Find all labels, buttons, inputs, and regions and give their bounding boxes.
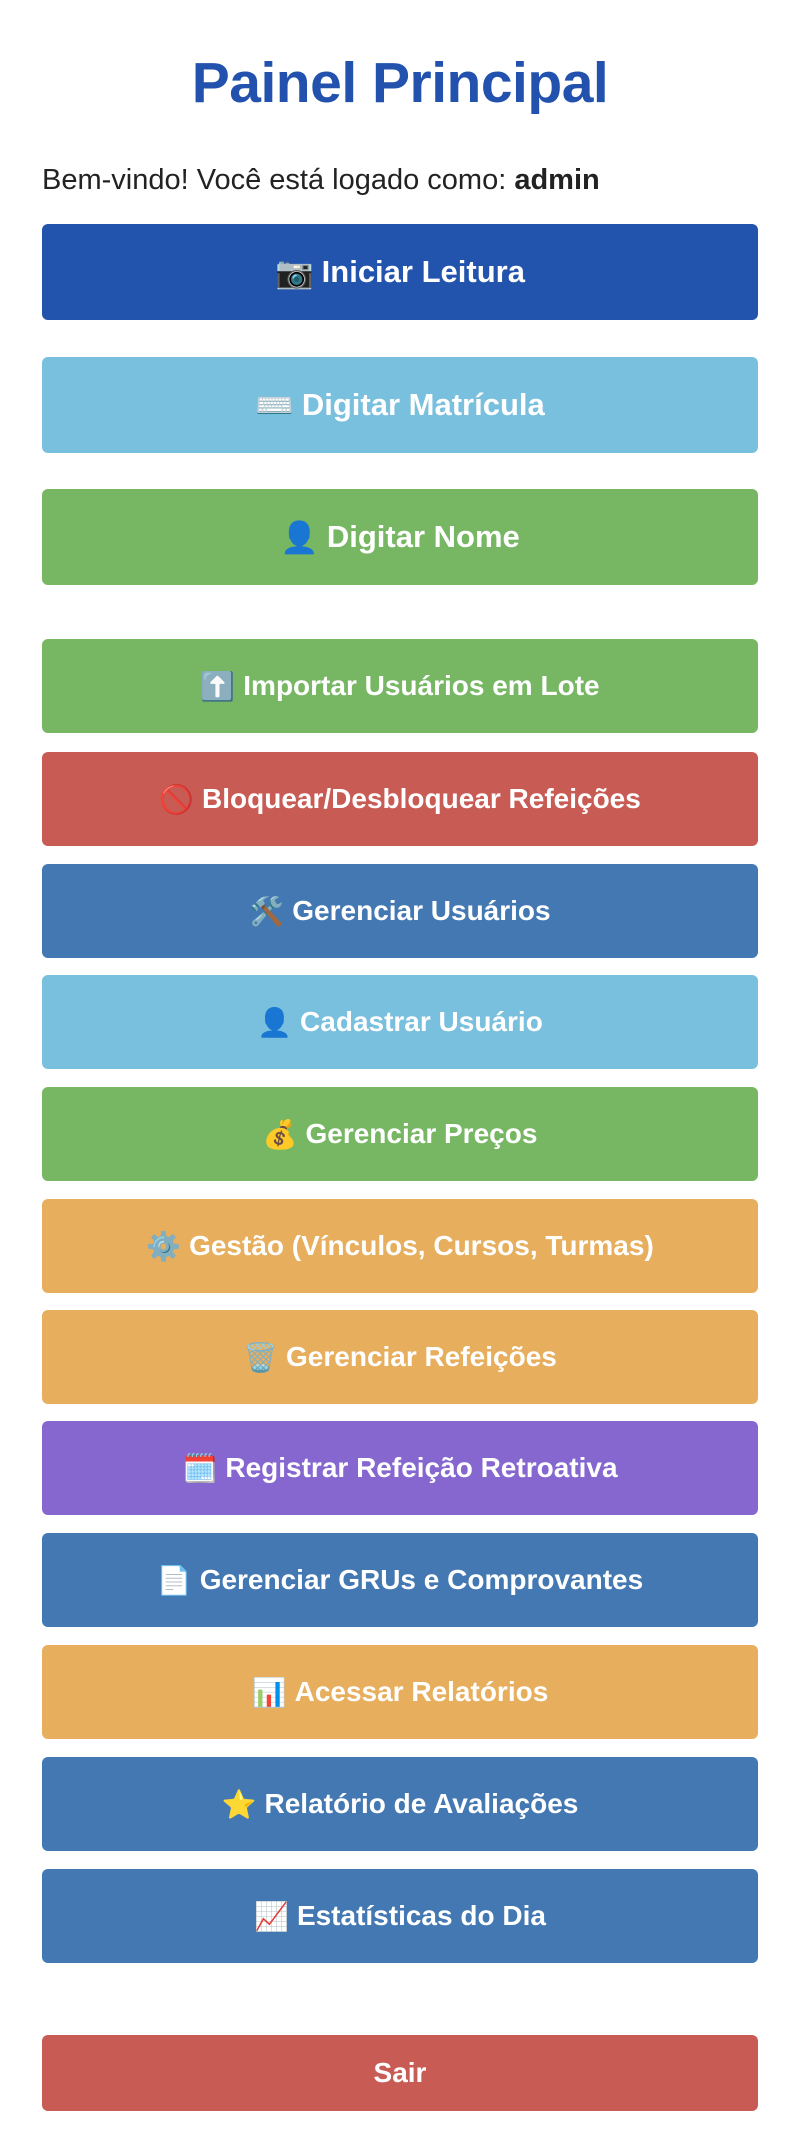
document-icon: 📄	[156, 1563, 192, 1597]
manage-users-label: Gerenciar Usuários	[292, 895, 551, 926]
camera-icon: 📷	[275, 254, 314, 291]
user-icon: 👤	[280, 519, 319, 556]
logged-username: admin	[514, 164, 600, 196]
prohibited-icon: 🚫	[159, 782, 195, 816]
bar-chart-icon: 📊	[251, 1675, 287, 1709]
register-retroactive-meal-label: Registrar Refeição Retroativa	[225, 1452, 618, 1483]
manage-grus-receipts-label: Gerenciar GRUs e Comprovantes	[199, 1564, 644, 1595]
trash-icon: 🗑️	[243, 1340, 279, 1374]
start-reading-button[interactable]: 📷 Iniciar Leitura	[42, 224, 758, 320]
star-icon: ⭐	[221, 1787, 257, 1821]
manage-grus-receipts-button[interactable]: 📄 Gerenciar GRUs e Comprovantes	[42, 1533, 758, 1627]
enter-name-button[interactable]: 👤 Digitar Nome	[42, 489, 758, 585]
enter-registration-label: Digitar Matrícula	[301, 387, 545, 422]
upload-icon: ⬆️	[200, 669, 236, 703]
management-links-courses-classes-label: Gestão (Vínculos, Cursos, Turmas)	[189, 1230, 654, 1261]
manage-meals-button[interactable]: 🗑️ Gerenciar Refeições	[42, 1310, 758, 1404]
ratings-report-button[interactable]: ⭐ Relatório de Avaliações	[42, 1757, 758, 1851]
management-links-courses-classes-button[interactable]: ⚙️ Gestão (Vínculos, Cursos, Turmas)	[42, 1199, 758, 1293]
page-title: Painel Principal	[191, 51, 609, 115]
block-unblock-meals-button[interactable]: 🚫 Bloquear/Desbloquear Refeições	[42, 752, 758, 846]
daily-statistics-label: Estatísticas do Dia	[296, 1900, 546, 1931]
manage-prices-label: Gerenciar Preços	[305, 1118, 538, 1149]
welcome-text: Bem-vindo! Você está logado como:	[42, 164, 507, 196]
logout-label: Sair	[373, 2057, 427, 2088]
register-user-button[interactable]: 👤 Cadastrar Usuário	[42, 975, 758, 1069]
register-user-label: Cadastrar Usuário	[300, 1006, 543, 1037]
manage-users-button[interactable]: 🛠️ Gerenciar Usuários	[42, 864, 758, 958]
block-unblock-meals-label: Bloquear/Desbloquear Refeições	[202, 783, 641, 814]
user-icon: 👤	[257, 1005, 293, 1039]
gear-icon: ⚙️	[146, 1229, 182, 1263]
import-users-batch-button[interactable]: ⬆️ Importar Usuários em Lote	[42, 639, 758, 733]
money-bag-icon: 💰	[262, 1117, 298, 1151]
access-reports-label: Acessar Relatórios	[294, 1676, 549, 1707]
tools-icon: 🛠️	[249, 894, 285, 928]
enter-name-label: Digitar Nome	[326, 519, 520, 554]
manage-meals-label: Gerenciar Refeições	[286, 1341, 557, 1372]
ratings-report-label: Relatório de Avaliações	[264, 1788, 579, 1819]
access-reports-button[interactable]: 📊 Acessar Relatórios	[42, 1645, 758, 1739]
import-users-batch-label: Importar Usuários em Lote	[243, 670, 600, 701]
calendar-icon: 🗓️	[182, 1451, 218, 1485]
trend-chart-icon: 📈	[254, 1899, 289, 1933]
register-retroactive-meal-button[interactable]: 🗓️ Registrar Refeição Retroativa	[42, 1421, 758, 1515]
enter-registration-button[interactable]: ⌨️ Digitar Matrícula	[42, 357, 758, 453]
daily-statistics-button[interactable]: 📈 Estatísticas do Dia	[42, 1869, 758, 1963]
logout-button[interactable]: Sair	[42, 2035, 758, 2111]
start-reading-label: Iniciar Leitura	[321, 254, 525, 289]
welcome-message: Bem-vindo! Você está logado como: admin	[42, 160, 600, 200]
keyboard-icon: ⌨️	[255, 387, 294, 424]
manage-prices-button[interactable]: 💰 Gerenciar Preços	[42, 1087, 758, 1181]
